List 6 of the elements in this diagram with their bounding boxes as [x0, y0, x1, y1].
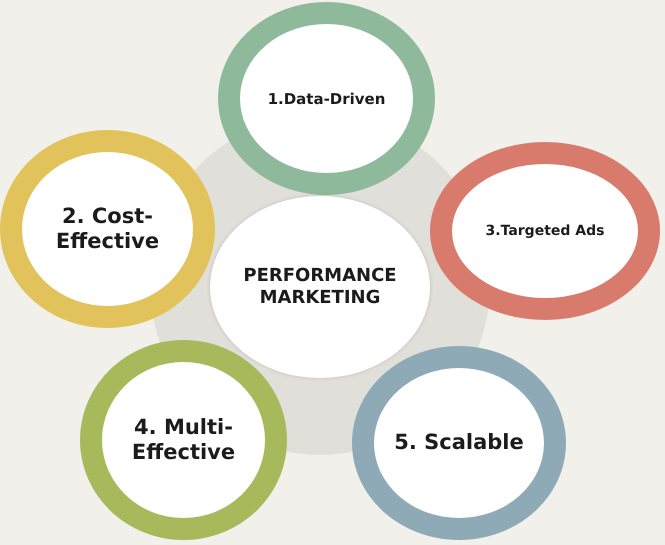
node-label: 2. Cost-Effective [54, 204, 160, 254]
node-label: 4. Multi-Effective [130, 414, 236, 466]
node-label: 5. Scalable [394, 430, 524, 456]
node-label: 1.Data-Driven [268, 90, 386, 108]
node-label: PERFORMANCE MARKETING [242, 265, 398, 309]
node-label: 3.Targeted Ads [486, 222, 604, 240]
